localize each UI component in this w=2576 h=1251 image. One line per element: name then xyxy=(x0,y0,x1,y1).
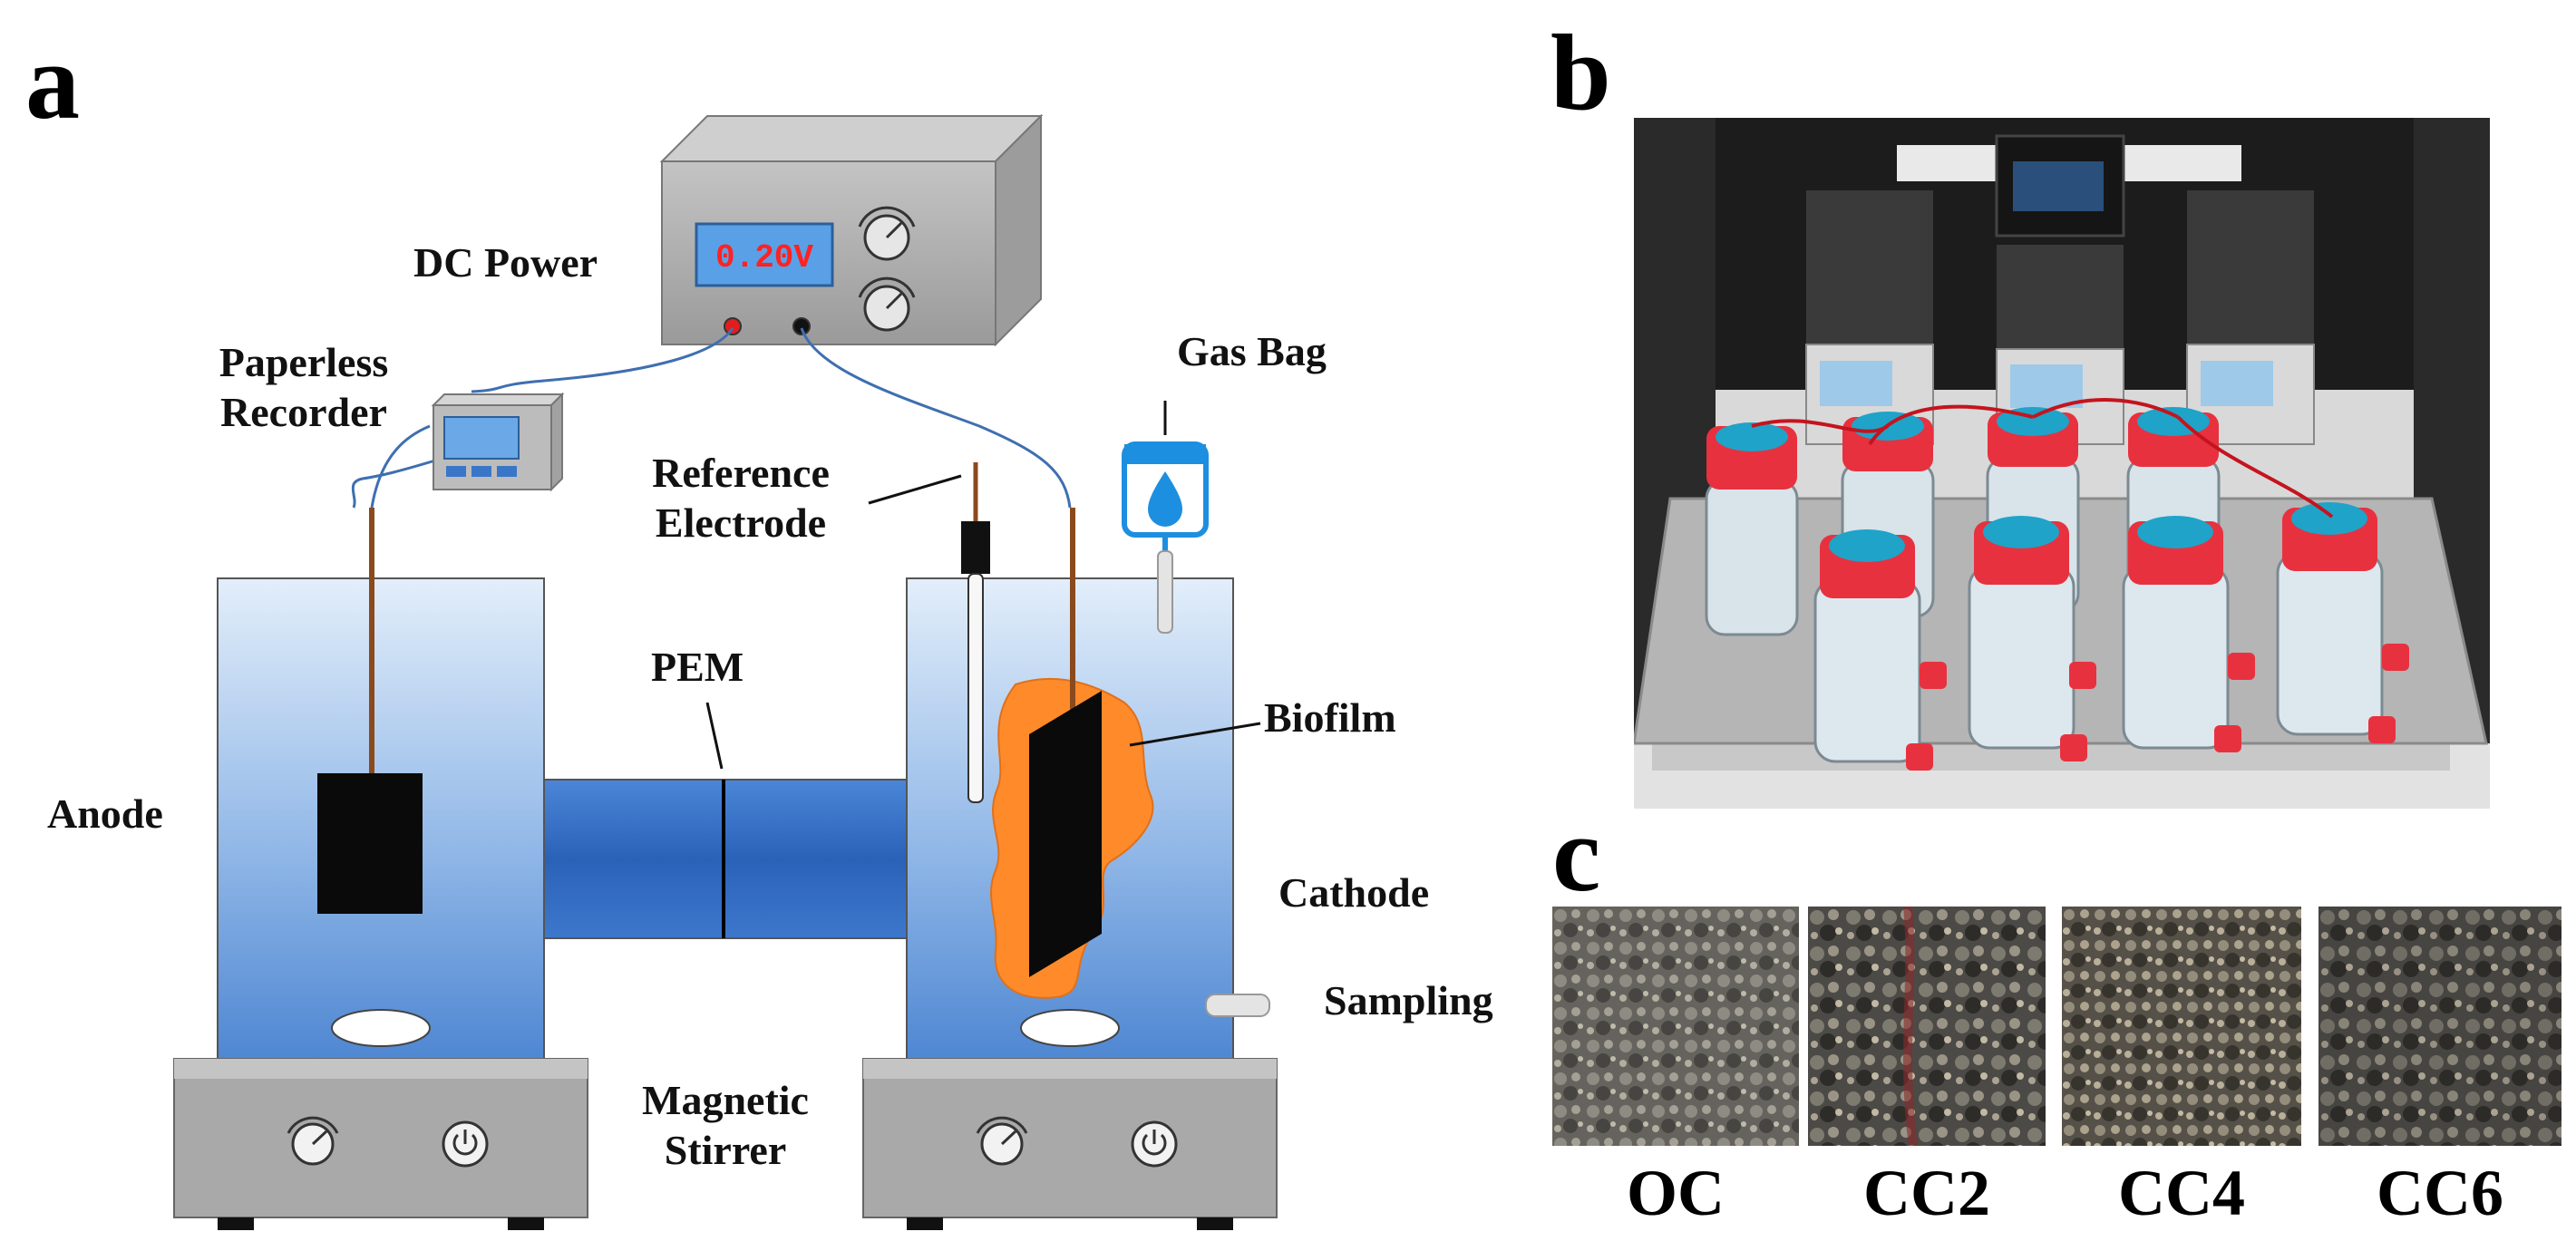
positive-terminal xyxy=(724,317,742,335)
knob-icon xyxy=(858,276,916,332)
magnetic-stirrer-left xyxy=(173,1058,588,1230)
biofilm-image-cc4 xyxy=(2062,907,2301,1146)
power-display xyxy=(695,222,834,287)
label-pem: PEM xyxy=(651,644,744,690)
paperless-recorder xyxy=(431,392,565,492)
gas-bag-icon xyxy=(1122,441,1209,634)
panel-letter-c: c xyxy=(1552,793,1601,914)
label-cathode: Cathode xyxy=(1278,869,1430,916)
panel-letter-a: a xyxy=(25,21,80,141)
biofilm-image-oc xyxy=(1552,907,1799,1146)
magnetic-stirrer-right xyxy=(862,1058,1278,1230)
cathode-electrode xyxy=(1029,691,1102,977)
label-biofilm: Biofilm xyxy=(1264,694,1396,741)
reference-electrode-cap xyxy=(961,521,990,574)
sampling-port xyxy=(1205,994,1270,1017)
bottle-icon xyxy=(1705,422,1799,636)
label-paperless-recorder-line2: Recorder xyxy=(220,389,387,436)
panel-letter-b: b xyxy=(1550,12,1611,132)
label-reference-electrode-line1: Reference xyxy=(652,450,830,496)
leader-lines xyxy=(705,401,1261,770)
label-magnetic-stirrer: Magnetic Stirrer xyxy=(617,1075,834,1175)
label-sampling: Sampling xyxy=(1324,977,1493,1023)
bottle-icon xyxy=(1813,529,1921,763)
label-reference-electrode: Reference Electrode xyxy=(618,448,863,548)
knob-icon xyxy=(858,206,916,261)
label-magnetic-stirrer-line2: Stirrer xyxy=(664,1127,787,1174)
sem-label-cc4: CC4 xyxy=(2118,1157,2245,1229)
wires xyxy=(351,327,1072,509)
reactor-photo xyxy=(1634,118,2490,809)
schematic-diagram: 0.20V xyxy=(173,113,1278,1230)
power-display-value: 0.20V xyxy=(715,239,813,276)
bottle-icon xyxy=(1968,516,2075,750)
biofilm-image-cc2 xyxy=(1808,907,2046,1146)
label-paperless-recorder: Paperless Recorder xyxy=(186,337,422,437)
dc-power-supply: 0.20V xyxy=(659,113,1044,347)
bottle-icon xyxy=(2276,502,2384,736)
sem-label-cc6: CC6 xyxy=(2377,1157,2503,1229)
stir-bar-left xyxy=(331,1009,431,1047)
bottle-icon xyxy=(2122,516,2230,750)
label-anode: Anode xyxy=(47,790,163,837)
stir-bar-right xyxy=(1020,1009,1120,1047)
label-magnetic-stirrer-line1: Magnetic xyxy=(642,1077,809,1123)
label-dc-power: DC Power xyxy=(413,239,598,286)
label-paperless-recorder-line1: Paperless xyxy=(219,339,389,385)
label-reference-electrode-line2: Electrode xyxy=(655,499,827,547)
label-gas-bag: Gas Bag xyxy=(1177,328,1327,374)
negative-terminal xyxy=(792,317,811,335)
sem-label-oc: OC xyxy=(1627,1157,1725,1229)
sem-label-cc2: CC2 xyxy=(1863,1157,1990,1229)
biofilm-image-cc6 xyxy=(2318,907,2561,1146)
anode-electrode xyxy=(317,773,423,914)
reference-electrode-body xyxy=(967,573,984,803)
